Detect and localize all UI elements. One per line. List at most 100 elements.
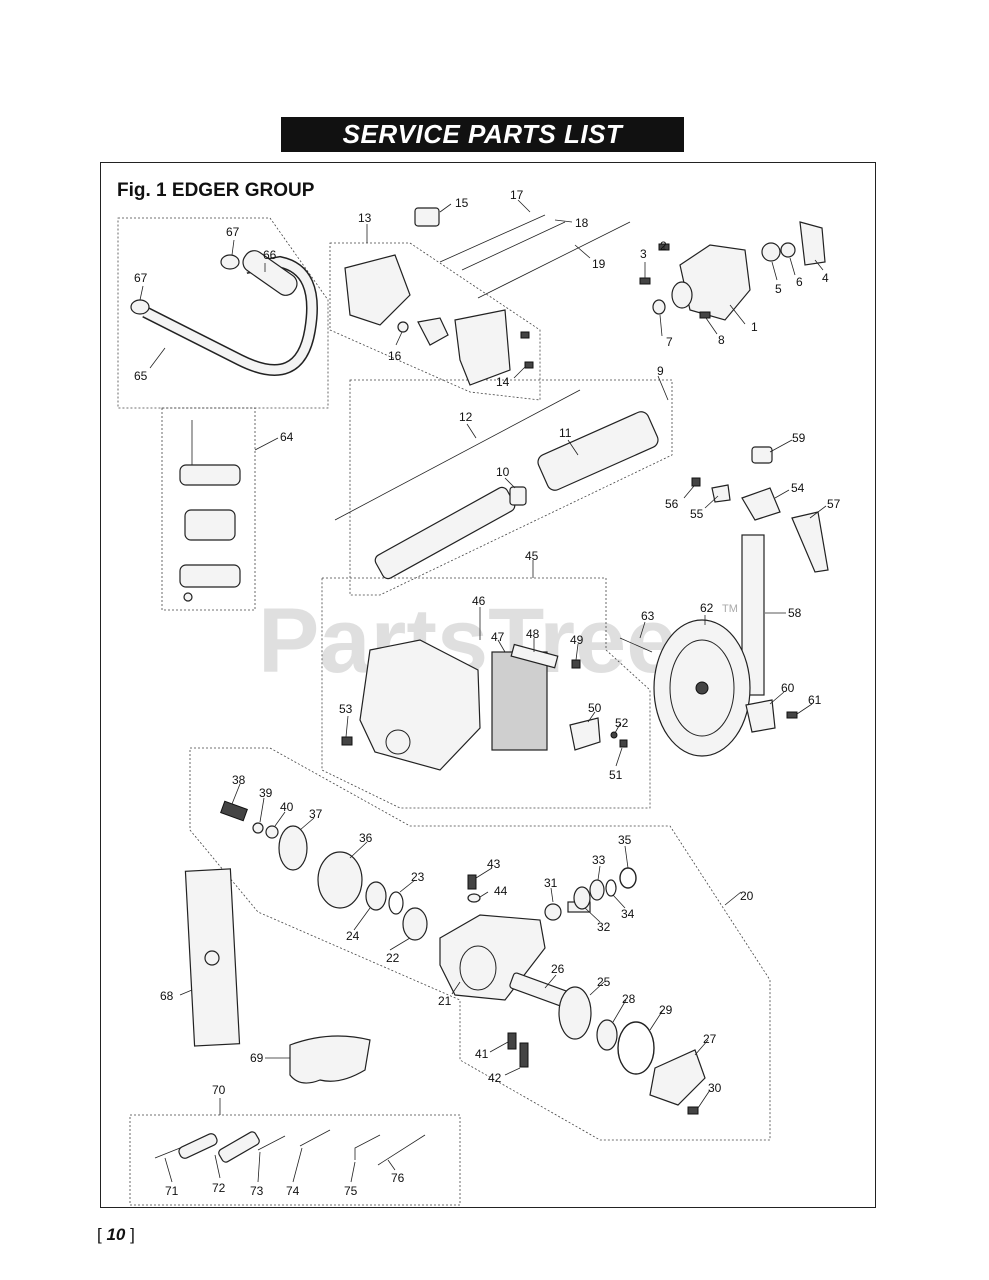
hex-key-73 xyxy=(257,1135,286,1151)
callout-8: 8 xyxy=(718,333,725,347)
callout-58: 58 xyxy=(788,606,802,620)
callout-37: 37 xyxy=(309,807,323,821)
callout-26: 26 xyxy=(551,962,565,976)
throttle-half-cover xyxy=(454,309,511,386)
drive-shaft-12 xyxy=(334,389,581,521)
grease-fitting-43 xyxy=(467,874,477,890)
cap-67a xyxy=(130,299,150,315)
guard-assembly xyxy=(341,639,628,771)
callout-15: 15 xyxy=(455,196,469,210)
washer-7 xyxy=(652,299,666,315)
callout-63: 63 xyxy=(641,609,655,623)
gear-25 xyxy=(558,986,592,1040)
clamp-nut xyxy=(183,592,193,602)
callout-62: 62 xyxy=(700,601,714,615)
guard-hole xyxy=(385,729,411,755)
wheel-62-rim xyxy=(669,639,735,737)
callout-17: 17 xyxy=(510,188,524,202)
clamp-lower xyxy=(179,564,241,588)
bearing-33 xyxy=(589,879,605,901)
blade-and-goggles xyxy=(184,868,371,1084)
screw-49 xyxy=(571,659,581,669)
spanner-76 xyxy=(377,1134,426,1166)
switch-15 xyxy=(414,207,440,227)
callout-56: 56 xyxy=(665,497,679,511)
outline-tools-70 xyxy=(129,1114,461,1206)
callout-54: 54 xyxy=(791,481,805,495)
clamp-upper xyxy=(179,464,241,486)
diagram-frame xyxy=(100,162,876,1208)
screw-61 xyxy=(786,711,798,719)
bolt-30 xyxy=(687,1106,699,1115)
page-bracket-left: [ xyxy=(97,1225,102,1244)
callout-12: 12 xyxy=(459,410,473,424)
callout-24: 24 xyxy=(346,929,360,943)
callout-36: 36 xyxy=(359,831,373,845)
upper-housing xyxy=(639,221,826,321)
callout-44: 44 xyxy=(494,884,508,898)
hex-key-74 xyxy=(299,1129,331,1147)
watermark-tm: TM xyxy=(722,603,738,615)
callout-31: 31 xyxy=(544,876,558,890)
grip-66 xyxy=(242,250,298,296)
callout-11: 11 xyxy=(559,426,572,440)
callout-67b: 67 xyxy=(226,225,240,239)
callout-21: 21 xyxy=(438,994,452,1008)
callout-23: 23 xyxy=(411,870,425,884)
page-bracket-right: ] xyxy=(130,1225,135,1244)
callout-45: 45 xyxy=(525,549,539,563)
bolt-53 xyxy=(341,736,353,746)
callout-55: 55 xyxy=(690,507,704,521)
bearing-24 xyxy=(365,881,387,911)
callout-16: 16 xyxy=(388,349,402,363)
axle-bolt-63 xyxy=(619,637,653,653)
service-parts-list-banner: SERVICE PARTS LIST xyxy=(281,117,684,152)
bolt-8 xyxy=(699,311,711,319)
bracket-60 xyxy=(745,699,776,733)
callout-22: 22 xyxy=(386,951,400,965)
goggles-69 xyxy=(289,1035,371,1084)
callout-33: 33 xyxy=(592,853,606,867)
pinion-31 xyxy=(544,903,562,921)
outline-gearcase-20 xyxy=(189,747,771,1141)
callout-7: 7 xyxy=(666,335,673,349)
page-number: [ 10 ] xyxy=(97,1225,135,1245)
screw-14a xyxy=(520,331,530,339)
callout-32: 32 xyxy=(597,920,611,934)
handle-assembly xyxy=(130,250,318,376)
callout-4: 4 xyxy=(822,271,829,285)
bolt-38 xyxy=(220,800,248,822)
housing-1 xyxy=(679,244,751,321)
bolt-41 xyxy=(507,1032,517,1050)
flap-47 xyxy=(491,651,548,751)
throttle-assembly xyxy=(344,254,534,386)
callout-68: 68 xyxy=(160,989,174,1003)
callout-10: 10 xyxy=(496,465,510,479)
gearcase-assembly xyxy=(220,800,706,1115)
callout-47: 47 xyxy=(491,630,505,644)
tool-kit xyxy=(154,1129,426,1166)
callout-5: 5 xyxy=(775,282,782,296)
tool-72a xyxy=(178,1133,218,1159)
spring-16 xyxy=(397,321,409,333)
wheel-assembly xyxy=(619,446,829,757)
screw-51 xyxy=(619,739,628,748)
outline-clamp-64 xyxy=(161,407,256,611)
callout-64: 64 xyxy=(280,430,294,444)
clip-50 xyxy=(569,717,601,751)
callout-34: 34 xyxy=(621,907,635,921)
post-58 xyxy=(741,534,765,696)
callout-76: 76 xyxy=(391,1171,405,1185)
callout-57: 57 xyxy=(827,497,841,511)
callout-67a: 67 xyxy=(134,271,148,285)
washer-40 xyxy=(265,825,279,839)
snap-ring-6 xyxy=(780,242,796,258)
clamp-middle xyxy=(184,509,236,541)
screw-14b xyxy=(524,361,534,369)
callout-20: 20 xyxy=(740,889,754,903)
grip-tube-11 xyxy=(537,411,659,491)
bracket-54 xyxy=(741,487,781,521)
callout-72: 72 xyxy=(212,1181,226,1195)
figure-title: Fig. 1 EDGER GROUP xyxy=(117,180,315,201)
callout-60: 60 xyxy=(781,681,795,695)
